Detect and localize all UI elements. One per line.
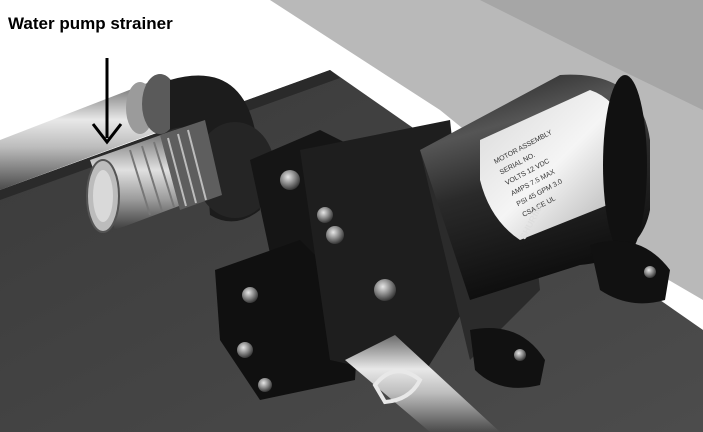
pipe-clamp [372,369,423,405]
pipe-coupling [142,74,178,134]
mounting-feet [470,240,670,388]
annotation-arrow [91,58,123,145]
motor-label [480,90,630,240]
outlet-pipe [345,335,500,432]
motor-endcap [603,75,647,255]
annotation-label: Water pump strainer [8,14,173,33]
wall-panel-shade [480,0,703,110]
water-pump-strainer [86,120,222,233]
bolts [237,170,656,392]
pump-motor: MOTOR ASSEMBLY SERIAL NO. VOLTS 12 VDC A… [420,74,650,301]
inlet-pipe [0,82,168,190]
